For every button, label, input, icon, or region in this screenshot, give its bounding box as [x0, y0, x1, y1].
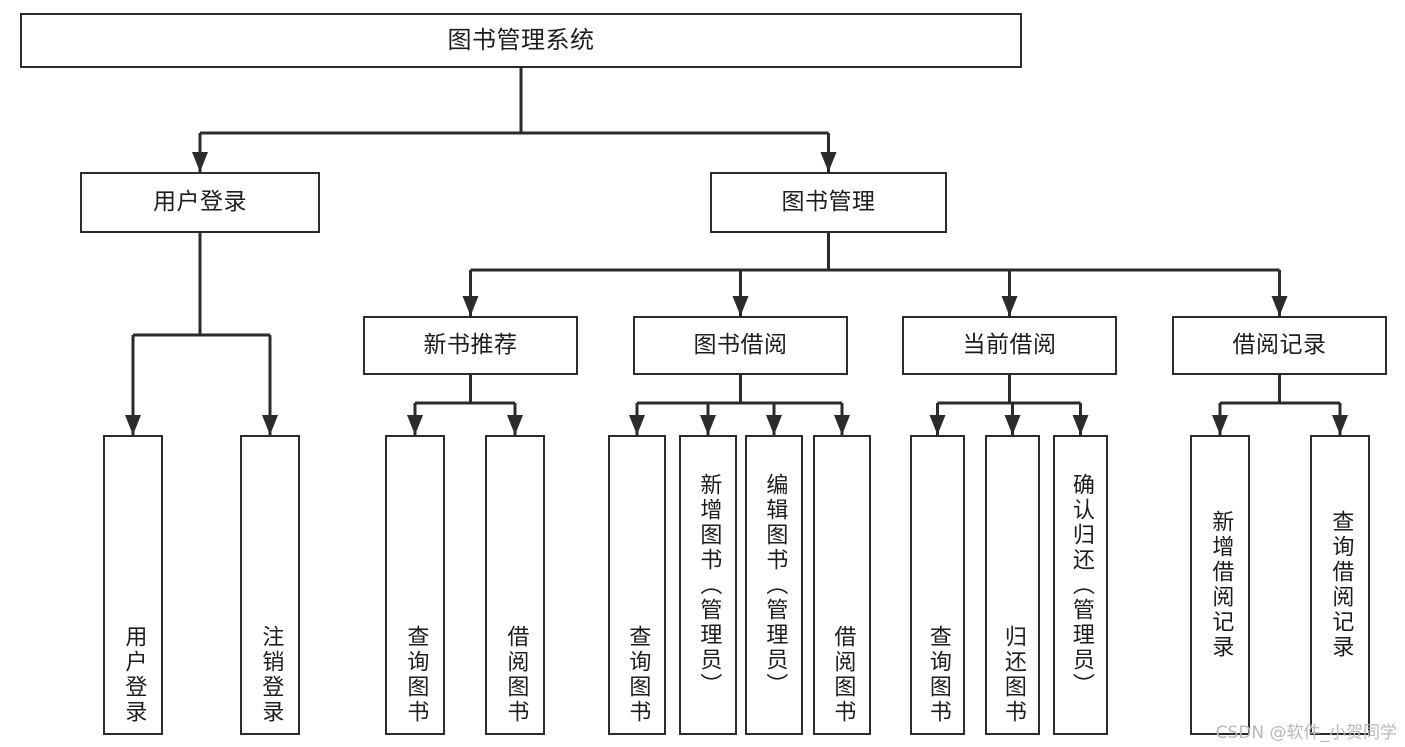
node-label-login: 用户登录	[153, 188, 247, 215]
arrowhead-leaf-query-record	[1332, 415, 1348, 435]
node-book-borrow[interactable]: 图书借阅	[633, 316, 848, 375]
node-label-leaf-user-logout: 注销登录	[258, 625, 284, 725]
node-label-root: 图书管理系统	[447, 26, 595, 55]
node-leaf-add-book[interactable]: 新增图书（管理员）	[679, 435, 737, 735]
arrowhead-borrow-record	[1271, 296, 1288, 316]
node-leaf-edit-book[interactable]: 编辑图书（管理员）	[745, 435, 803, 735]
node-leaf-user-login[interactable]: 用户登录	[103, 435, 163, 735]
node-leaf-confirm-return[interactable]: 确认归还（管理员）	[1053, 435, 1108, 735]
arrowhead-leaf-confirm-return	[1072, 415, 1089, 435]
node-label-leaf-user-login: 用户登录	[121, 625, 147, 725]
node-borrow-record[interactable]: 借阅记录	[1172, 316, 1387, 375]
node-leaf-add-record[interactable]: 新增借阅记录	[1190, 435, 1250, 735]
arrowhead-leaf-borrow-book-1	[507, 415, 523, 435]
node-label-leaf-borrow-book-2: 借阅图书	[830, 625, 856, 725]
node-leaf-query-record[interactable]: 查询借阅记录	[1310, 435, 1370, 735]
node-leaf-query-book-1[interactable]: 查询图书	[385, 435, 445, 735]
node-login[interactable]: 用户登录	[80, 172, 320, 233]
node-root[interactable]: 图书管理系统	[20, 13, 1022, 68]
node-new-book-rec[interactable]: 新书推荐	[363, 316, 578, 375]
node-label-current-borrow: 当前借阅	[962, 331, 1057, 358]
csdn-watermark: CSDN @软件_小贺同学	[1215, 723, 1397, 743]
arrowhead-book-mgmt	[820, 152, 837, 172]
node-leaf-return-book[interactable]: 归还图书	[985, 435, 1040, 735]
node-label-leaf-return-book: 归还图书	[1000, 625, 1026, 725]
arrowhead-leaf-user-login	[125, 415, 141, 435]
arrowhead-leaf-add-record	[1212, 415, 1228, 435]
node-label-leaf-edit-book: 编辑图书（管理员）	[762, 472, 788, 698]
node-label-borrow-record: 借阅记录	[1232, 331, 1327, 358]
arrowhead-login	[192, 152, 208, 172]
node-current-borrow[interactable]: 当前借阅	[902, 316, 1117, 375]
node-label-leaf-query-book-1: 查询图书	[403, 625, 429, 725]
node-label-leaf-borrow-book-1: 借阅图书	[503, 625, 529, 725]
arrowhead-current-borrow	[1001, 296, 1018, 316]
node-label-new-book-rec: 新书推荐	[423, 331, 518, 358]
arrowhead-leaf-query-book-2	[629, 415, 645, 435]
arrowhead-leaf-borrow-book-2	[834, 415, 850, 435]
arrowhead-leaf-query-book-3	[929, 415, 946, 435]
arrowhead-leaf-return-book	[1004, 415, 1021, 435]
node-book-mgmt[interactable]: 图书管理	[710, 172, 947, 233]
node-label-leaf-add-book: 新增图书（管理员）	[696, 472, 722, 698]
node-label-leaf-query-record: 查询借阅记录	[1328, 510, 1354, 660]
arrowhead-new-book-rec	[462, 296, 479, 316]
node-label-leaf-add-record: 新增借阅记录	[1208, 510, 1234, 660]
node-leaf-query-book-3[interactable]: 查询图书	[910, 435, 965, 735]
node-leaf-borrow-book-1[interactable]: 借阅图书	[485, 435, 545, 735]
arrowhead-leaf-query-book-1	[407, 415, 423, 435]
arrowhead-book-borrow	[732, 296, 749, 316]
node-leaf-borrow-book-2[interactable]: 借阅图书	[813, 435, 871, 735]
arrowhead-leaf-edit-book	[766, 415, 782, 435]
arrowhead-leaf-add-book	[700, 415, 716, 435]
node-label-book-mgmt: 图书管理	[781, 188, 876, 215]
node-leaf-query-book-2[interactable]: 查询图书	[608, 435, 666, 735]
node-label-book-borrow: 图书借阅	[693, 331, 788, 358]
arrowhead-leaf-user-logout	[262, 415, 278, 435]
node-label-leaf-query-book-2: 查询图书	[625, 625, 651, 725]
node-label-leaf-query-book-3: 查询图书	[925, 625, 951, 725]
node-label-leaf-confirm-return: 确认归还（管理员）	[1068, 472, 1094, 698]
node-leaf-user-logout[interactable]: 注销登录	[240, 435, 300, 735]
